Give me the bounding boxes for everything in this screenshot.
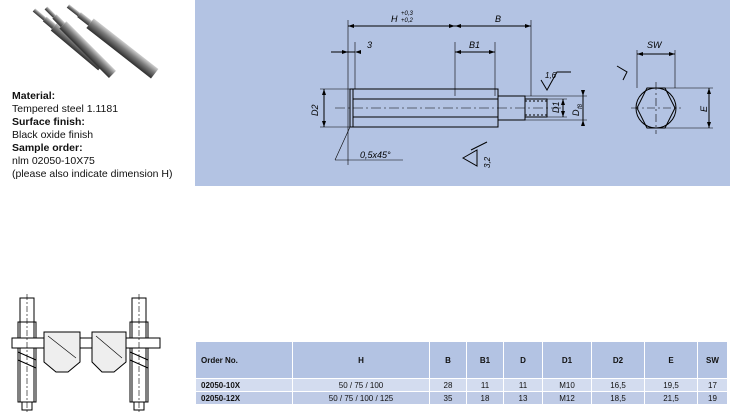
header-d1: D1 bbox=[542, 341, 592, 379]
table-header-row: Order No. H B B1 D D1 D2 E SW bbox=[195, 341, 728, 379]
fixture-illustration bbox=[11, 294, 161, 413]
cell-d2: 18,5 bbox=[591, 391, 645, 405]
cell-b: 28 bbox=[429, 378, 467, 392]
cell-h: 50 / 75 / 100 bbox=[292, 378, 430, 392]
dim-sw: SW bbox=[647, 40, 663, 50]
dim-d2: D2 bbox=[310, 104, 320, 116]
table-row: 02050-12X 50 / 75 / 100 / 125 35 18 13 M… bbox=[195, 391, 728, 405]
product-photo bbox=[32, 4, 159, 79]
header-order-no: Order No. bbox=[195, 341, 293, 379]
sample-order-label: Sample order: bbox=[12, 142, 83, 154]
cell-d1: M10 bbox=[542, 378, 592, 392]
header-b1: B1 bbox=[466, 341, 504, 379]
cell-e: 21,5 bbox=[644, 391, 698, 405]
sample-order-note: (please also indicate dimension H) bbox=[12, 168, 173, 180]
header-b: B bbox=[429, 341, 467, 379]
dim-d1: D1 bbox=[551, 101, 561, 113]
header-h: H bbox=[292, 341, 430, 379]
header-e: E bbox=[644, 341, 698, 379]
dim-roughness-2: 3,2 bbox=[483, 156, 492, 168]
header-sw: SW bbox=[697, 341, 728, 379]
material-value: Tempered steel 1.1181 bbox=[12, 103, 119, 115]
cell-b1: 11 bbox=[466, 378, 504, 392]
material-label: Material: bbox=[12, 90, 56, 102]
dim-b: B bbox=[495, 14, 501, 24]
cell-b1: 18 bbox=[466, 391, 504, 405]
cell-h: 50 / 75 / 100 / 125 bbox=[292, 391, 430, 405]
dim-roughness-1: 1,6 bbox=[545, 71, 557, 80]
surface-finish-label: Surface finish: bbox=[12, 116, 85, 128]
cell-order-no: 02050-10X bbox=[195, 378, 293, 392]
cell-e: 19,5 bbox=[644, 378, 698, 392]
table-row: 02050-10X 50 / 75 / 100 28 11 11 M10 16,… bbox=[195, 378, 728, 392]
header-d2: D2 bbox=[591, 341, 645, 379]
dim-h-tol-lower: +0,2 bbox=[401, 18, 414, 24]
dim-d: D bbox=[571, 109, 581, 116]
dim-h: H bbox=[391, 14, 398, 24]
cell-d1: M12 bbox=[542, 391, 592, 405]
cell-order-no: 02050-12X bbox=[195, 391, 293, 405]
dimension-table: Order No. H B B1 D D1 D2 E SW 02050-10X … bbox=[195, 341, 728, 405]
dim-e: E bbox=[699, 105, 709, 112]
dim-b1: B1 bbox=[469, 40, 480, 50]
spec-block: Material: Tempered steel 1.1181 Surface … bbox=[12, 90, 192, 181]
cell-d: 13 bbox=[503, 391, 543, 405]
dim-chamfer: 0,5x45° bbox=[360, 150, 391, 160]
cell-d2: 16,5 bbox=[591, 378, 645, 392]
surface-finish-value: Black oxide finish bbox=[12, 129, 94, 141]
dim-3: 3 bbox=[367, 40, 372, 50]
cell-sw: 17 bbox=[697, 378, 728, 392]
cell-d: 11 bbox=[503, 378, 543, 392]
header-d: D bbox=[503, 341, 543, 379]
dim-d-tol: f8 bbox=[578, 103, 584, 109]
cell-sw: 19 bbox=[697, 391, 728, 405]
technical-drawing: H +0,3 +0,2 B 3 B1 SW 1,6 D2 D1 D f8 E 0… bbox=[195, 0, 730, 186]
sample-order-value: nlm 02050-10X75 bbox=[12, 155, 95, 167]
dim-h-tol-upper: +0,3 bbox=[401, 11, 414, 17]
cell-b: 35 bbox=[429, 391, 467, 405]
